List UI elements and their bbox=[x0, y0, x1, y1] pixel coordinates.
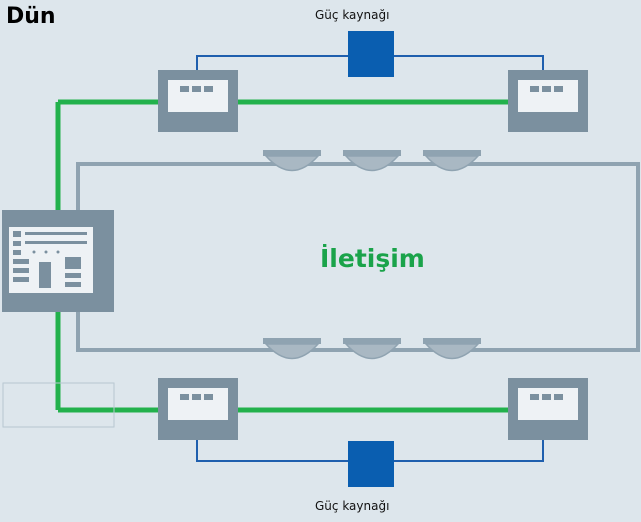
network-device-icon bbox=[158, 378, 238, 440]
dome-camera-icon bbox=[343, 150, 401, 172]
network-device-icon bbox=[508, 378, 588, 440]
power-supply-icon bbox=[348, 441, 394, 487]
green-links bbox=[55, 99, 508, 413]
power-supply-label-top: Güç kaynağı bbox=[315, 8, 390, 22]
hmi-panel-icon bbox=[2, 210, 114, 312]
power-supply-icon bbox=[348, 31, 394, 77]
network-device-icon bbox=[508, 70, 588, 132]
dome-camera-icon bbox=[423, 338, 481, 360]
power-lines bbox=[196, 55, 544, 462]
dome-camera-icon bbox=[343, 338, 401, 360]
placeholder-frame bbox=[2, 382, 115, 428]
network-device-icon bbox=[158, 70, 238, 132]
dome-camera-icon bbox=[263, 150, 321, 172]
power-supply-label-bottom: Güç kaynağı bbox=[315, 499, 390, 513]
page-title: Dün bbox=[6, 4, 56, 29]
communication-label: İletişim bbox=[320, 244, 425, 273]
dome-camera-icon bbox=[263, 338, 321, 360]
communication-loop bbox=[76, 162, 640, 352]
dome-camera-icon bbox=[423, 150, 481, 172]
